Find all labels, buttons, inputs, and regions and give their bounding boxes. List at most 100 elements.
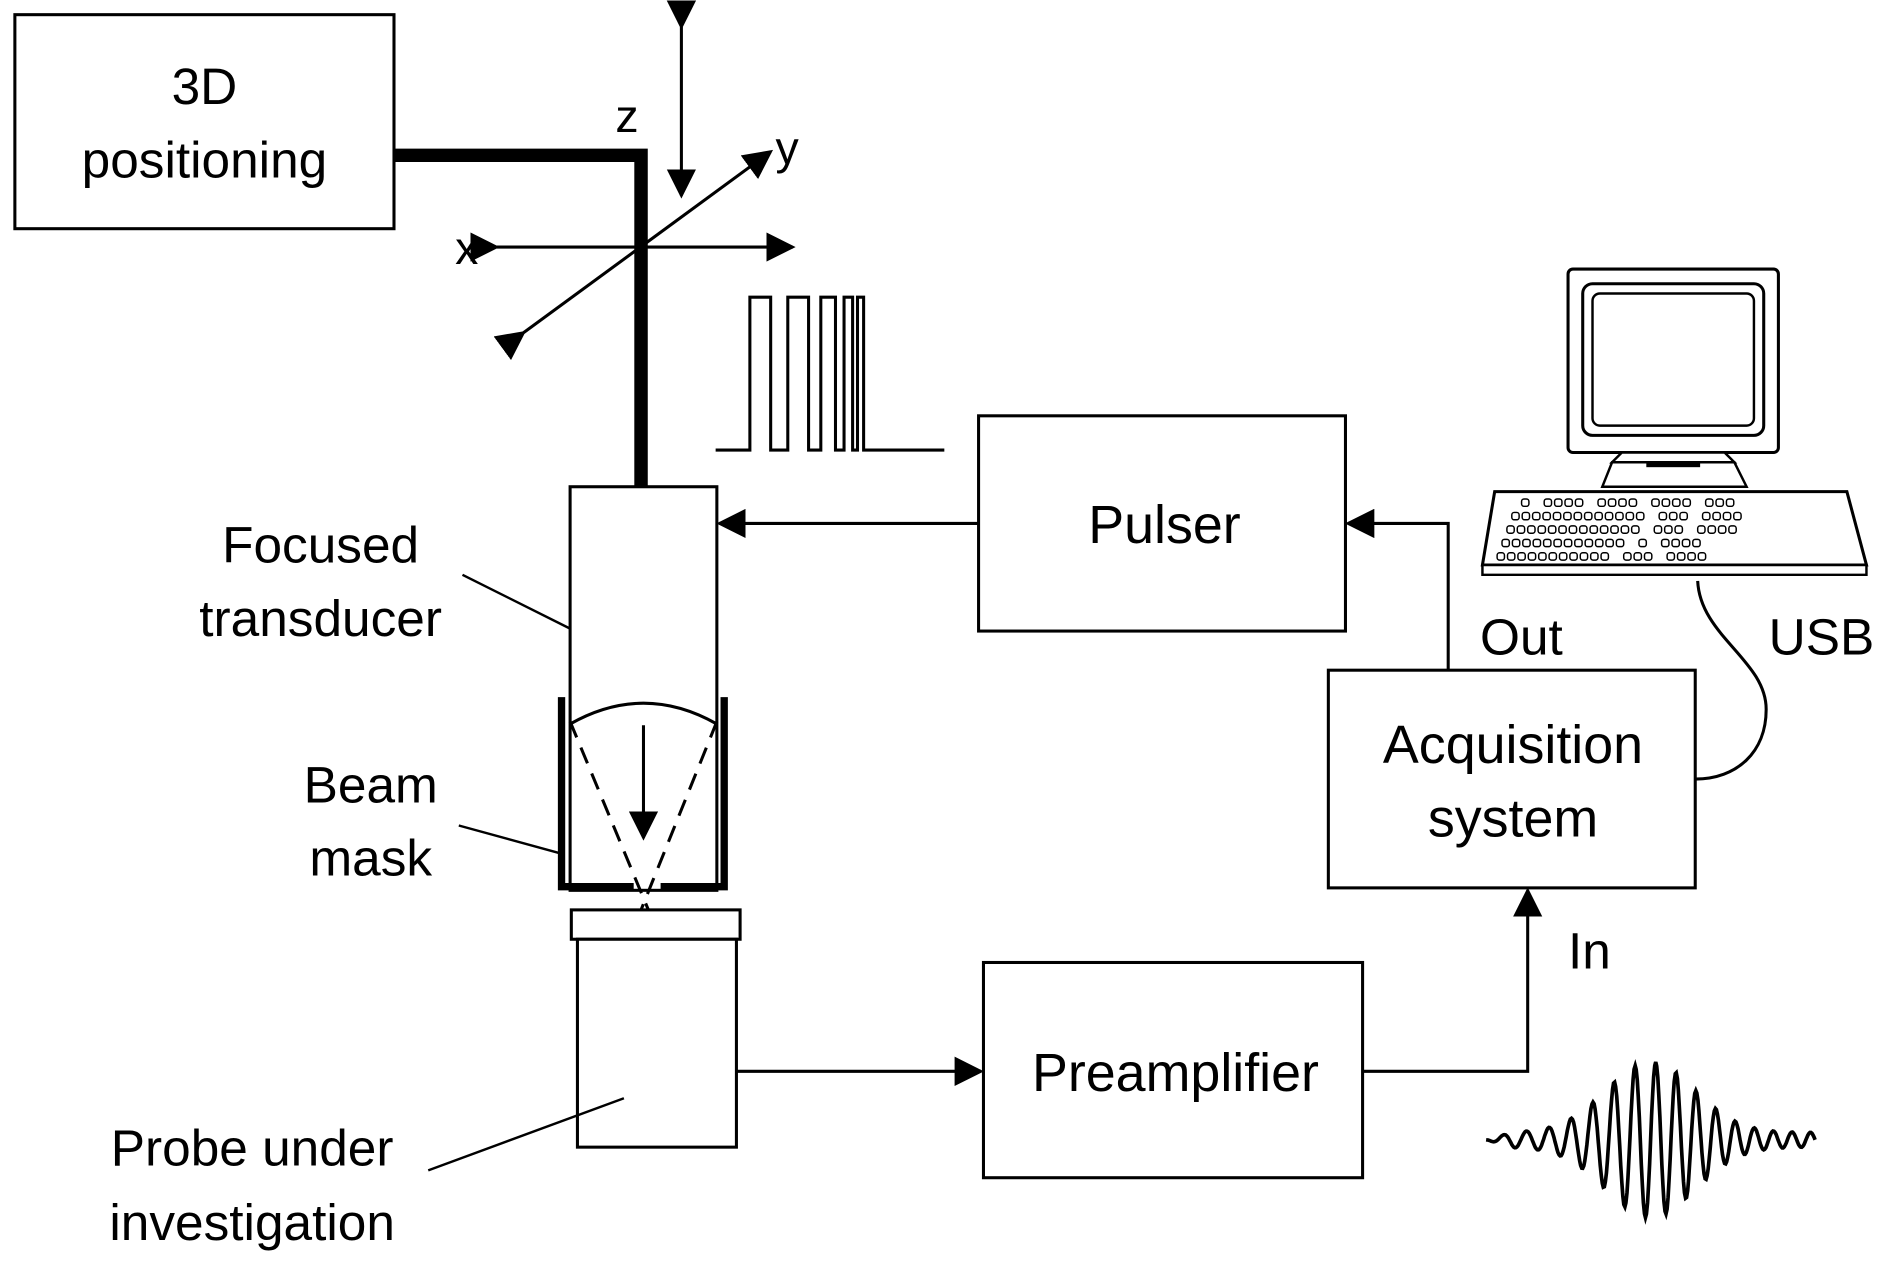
keyboard-key [1607,498,1617,508]
keyboard-key [1531,511,1541,521]
positioning-label-line1: 3D [172,58,238,115]
out-port-label: Out [1480,608,1563,665]
keyboard-key [1517,552,1526,561]
transducer-leader [461,573,571,630]
mask-label-line2: mask [309,830,432,887]
preamplifier-to-acquisition-arrow [1362,887,1543,1073]
pulser-block: Pulser [977,414,1347,633]
pulser-label: Pulser [1088,495,1241,555]
keyboard-key [1704,498,1714,508]
acquisition-label-line2: system [1428,789,1598,849]
keyboard-key [1717,525,1727,534]
keyboard-key [1521,511,1531,521]
keyboard-key [1542,538,1552,548]
keyboard-key [1526,525,1536,534]
probe [569,908,742,1149]
keyboard-key [1599,525,1609,534]
x-axis-label: x [455,222,478,274]
probe-leader [427,1097,625,1172]
keyboard-key [1589,525,1599,534]
lens-curve [569,701,718,726]
keyboard-key [1696,525,1706,534]
monitor-neck [1609,451,1738,464]
pulse-train-icon [715,295,945,452]
keyboard-key [1579,552,1589,561]
keyboard-key [1574,538,1583,548]
keyboard-key [1578,525,1588,534]
keyboard-key [1733,511,1742,521]
keyboard-key [1522,538,1531,548]
positioning-arm [393,148,648,487]
keyboard-key [1594,538,1604,548]
keyboard-key [1635,511,1645,521]
keyboard-key [1725,498,1735,508]
computer-icon [1566,267,1780,488]
keyboard-key [1548,552,1558,561]
keyboard-key [1553,538,1563,548]
acquisition-block: Acquisition system [1326,668,1697,890]
keyboard-key [1712,511,1722,521]
keyboard-key [1638,538,1648,548]
keyboard-key [1620,525,1630,534]
keyboard-key [1537,525,1547,534]
focused-beam [568,701,719,911]
axes-indicator: z x y [455,0,800,361]
keyboard-key [1697,552,1707,561]
y-axis-label: y [776,122,800,174]
keyboard-key [1674,525,1684,534]
keyboard-key [1630,525,1640,534]
keyboard-key [1511,538,1521,548]
keyboard-key [1679,511,1689,521]
keyboard-key [1573,511,1583,521]
z-axis-label: z [615,90,638,142]
echo-waveform-icon [1485,1058,1817,1225]
keyboard-key [1604,511,1614,521]
keyboard-key [1597,498,1607,508]
keyboard-key [1537,552,1547,561]
keyboard-key [1605,538,1615,548]
usb-cable [1695,580,1768,781]
keyboard-key [1671,538,1681,548]
positioning-label-line2: positioning [82,131,328,188]
positioning-block: 3D positioning [13,13,396,231]
monitor-screen [1591,292,1756,427]
keyboard-key [1658,511,1668,521]
keyboard-key [1563,538,1573,548]
keyboard-key [1542,511,1552,521]
probe-cap [569,908,742,941]
mask-label-line1: Beam [304,756,438,813]
keyboard-key [1615,511,1624,521]
keyboard-key [1707,525,1717,534]
keyboard-key [1663,525,1673,534]
keyboard-key [1506,525,1515,534]
keyboard-key [1681,538,1691,548]
transducer-label-line1: Focused [222,517,419,574]
keyboard-key [1728,525,1737,534]
keyboard-key [1682,498,1692,508]
acquisition-label-line1: Acquisition [1383,715,1643,775]
keyboard-key [1671,498,1681,508]
keyboard-key [1628,498,1638,508]
keyboard-key [1553,498,1563,508]
keyboard-key [1558,552,1568,561]
keyboard-key [1511,511,1520,521]
keyboard-key [1564,498,1574,508]
keyboard-key [1547,525,1557,534]
keyboard-key [1516,525,1526,534]
keyboard-key [1594,511,1604,521]
keyboard-key [1622,552,1632,561]
keyboard-key [1715,498,1725,508]
probe-label-line1: Probe under [111,1119,394,1176]
signal-connections [716,508,1768,1086]
keyboard-key [1610,525,1619,534]
keyboard-key [1583,511,1593,521]
keyboard-key [1527,552,1537,561]
preamplifier-label: Preamplifier [1032,1043,1319,1103]
transducer-label-line2: transducer [199,590,442,647]
keyboard-key [1532,538,1542,548]
keyboard-key [1589,552,1599,561]
keyboard-key [1660,538,1670,548]
usb-port-label: USB [1769,608,1875,665]
keyboard-key [1625,511,1635,521]
mask-leader [458,824,562,855]
